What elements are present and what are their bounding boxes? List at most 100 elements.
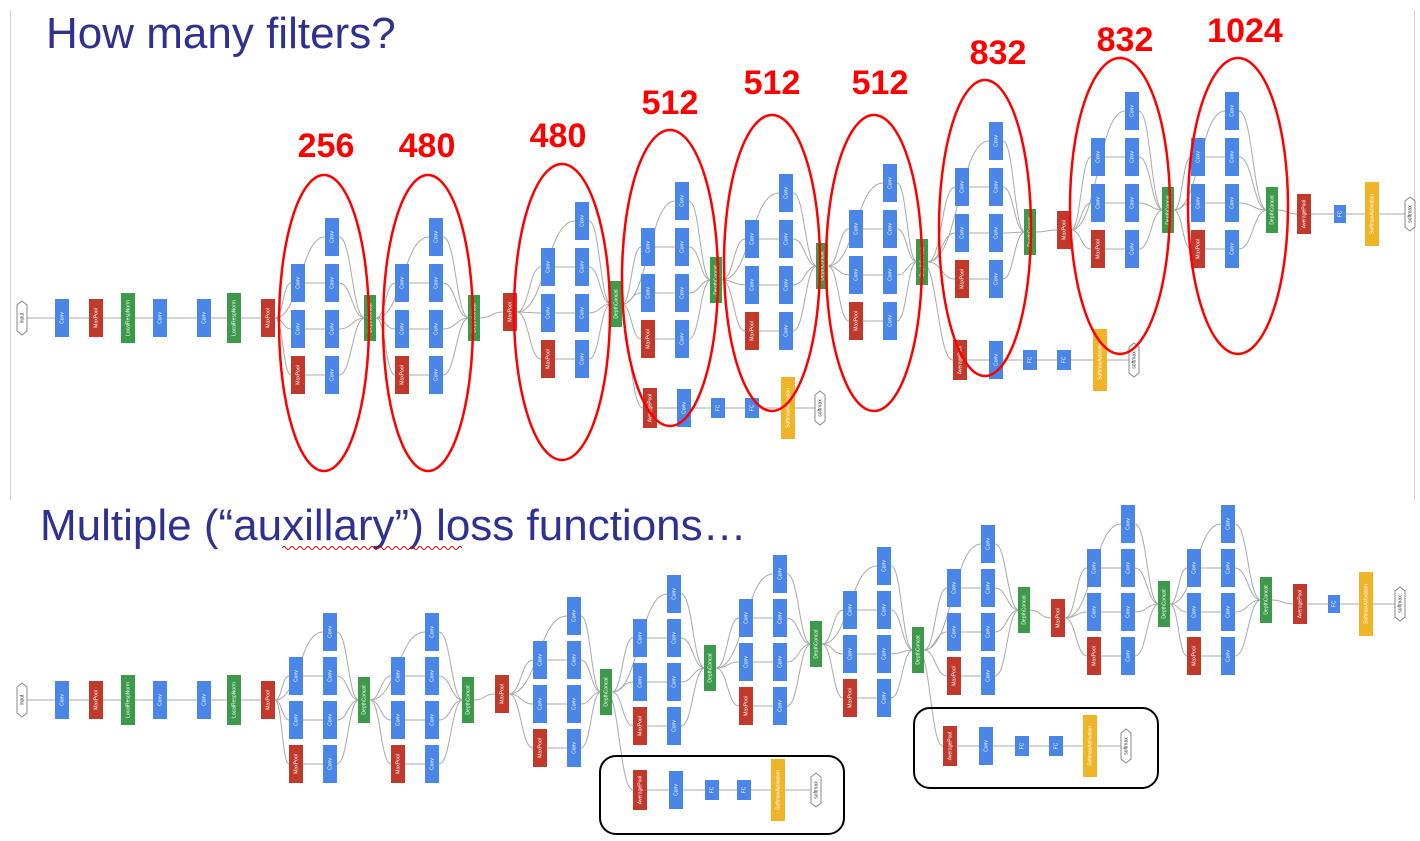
depthconcat-node: DepthConcat xyxy=(1018,587,1030,633)
svg-text:DepthConcat: DepthConcat xyxy=(813,629,819,659)
fc-node: FC xyxy=(745,398,759,418)
inception-highlight-ellipse xyxy=(1186,56,1290,356)
svg-text:softmax: softmax xyxy=(1407,205,1413,223)
graph-edge xyxy=(715,617,740,669)
svg-text:MaxPool: MaxPool xyxy=(499,684,505,703)
graph-edge xyxy=(896,182,918,263)
maxpool-node: MaxPool xyxy=(395,356,409,394)
localrespnorm-node: LocalRespNorm xyxy=(121,293,135,343)
filter-count-label: 256 xyxy=(298,127,355,165)
svg-text:MaxPool: MaxPool xyxy=(395,754,401,773)
svg-text:Conv: Conv xyxy=(1225,518,1231,530)
graph-edge xyxy=(369,699,392,765)
svg-text:Conv: Conv xyxy=(983,740,989,752)
conv-node: Conv xyxy=(325,264,339,302)
svg-text:SoftmaxActivation: SoftmaxActivation xyxy=(1363,584,1369,624)
fc-node: FC xyxy=(705,780,719,800)
maxpool-node: MaxPool xyxy=(289,745,303,783)
conv-node: Conv xyxy=(677,389,691,427)
conv-node: Conv xyxy=(425,613,439,651)
svg-text:MaxPool: MaxPool xyxy=(399,365,405,384)
svg-text:Conv: Conv xyxy=(993,181,999,193)
graph-edge xyxy=(1238,156,1268,211)
graph-edge xyxy=(792,265,818,332)
maxpool-node: MaxPool xyxy=(541,340,555,378)
svg-text:Conv: Conv xyxy=(157,694,163,706)
graph-edge xyxy=(1070,202,1092,231)
graph-edge xyxy=(1035,229,1058,233)
graph-edge xyxy=(336,631,360,701)
conv-node: Conv xyxy=(1225,92,1239,130)
svg-text:Conv: Conv xyxy=(579,215,585,227)
panel-divider-left xyxy=(10,10,11,500)
depthconcat-node: DepthConcat xyxy=(1260,577,1272,623)
svg-text:Conv: Conv xyxy=(783,325,789,337)
conv-node: Conv xyxy=(1225,230,1239,268)
svg-text:SoftmaxActivation: SoftmaxActivation xyxy=(1097,340,1103,380)
conv-node: Conv xyxy=(675,228,689,266)
svg-text:Conv: Conv xyxy=(1091,562,1097,574)
conv-node: Conv xyxy=(773,599,787,637)
svg-text:Conv: Conv xyxy=(887,223,893,235)
conv-node: Conv xyxy=(325,310,339,348)
graph-edge xyxy=(508,693,534,749)
graph-edge xyxy=(896,228,918,263)
conv-node: Conv xyxy=(567,597,581,635)
svg-text:MaxPool: MaxPool xyxy=(1091,646,1097,665)
graph-edge xyxy=(611,681,634,693)
conv-node: Conv xyxy=(429,218,443,256)
svg-text:Conv: Conv xyxy=(993,273,999,285)
graph-edge xyxy=(516,266,542,313)
svg-text:softmax: softmax xyxy=(1397,595,1403,613)
svg-text:Conv: Conv xyxy=(571,698,577,710)
svg-text:MaxPool: MaxPool xyxy=(1055,608,1061,627)
svg-text:MaxPool: MaxPool xyxy=(749,321,755,340)
conv-node: Conv xyxy=(739,599,753,637)
svg-text:Conv: Conv xyxy=(881,648,887,660)
softmax-activation-node: SoftmaxActivation xyxy=(781,377,795,439)
svg-text:Conv: Conv xyxy=(395,714,401,726)
graph-edge xyxy=(438,699,464,765)
conv-node: Conv xyxy=(1091,184,1105,222)
conv-node: Conv xyxy=(429,264,443,302)
conv-node: Conv xyxy=(289,701,303,739)
graph-edge xyxy=(1070,156,1092,231)
conv-node: Conv xyxy=(779,174,793,212)
conv-node: Conv xyxy=(667,619,681,657)
svg-text:AveragePool: AveragePool xyxy=(947,732,953,761)
conv-node: Conv xyxy=(947,613,961,651)
svg-text:DepthConcat: DepthConcat xyxy=(1021,595,1027,625)
svg-text:Conv: Conv xyxy=(579,353,585,365)
graph-edge xyxy=(274,699,290,765)
svg-text:FC: FC xyxy=(1053,742,1059,749)
svg-text:AveragePool: AveragePool xyxy=(637,776,643,805)
svg-text:Conv: Conv xyxy=(329,323,335,335)
conv-node: Conv xyxy=(1191,184,1205,222)
svg-text:Conv: Conv xyxy=(1225,606,1231,618)
graph-edge xyxy=(274,317,292,376)
graph-edge xyxy=(1138,110,1164,211)
graph-edge xyxy=(786,573,812,645)
svg-text:Conv: Conv xyxy=(433,277,439,289)
depthconcat-node: DepthConcat xyxy=(600,669,612,715)
conv-node: Conv xyxy=(575,202,589,240)
svg-text:Conv: Conv xyxy=(329,231,335,243)
svg-text:Conv: Conv xyxy=(637,676,643,688)
conv-node: Conv xyxy=(883,302,897,340)
depthconcat-node: DepthConcat xyxy=(810,621,822,667)
svg-text:Conv: Conv xyxy=(571,654,577,666)
conv-node: Conv xyxy=(883,256,897,294)
svg-text:DepthConcat: DepthConcat xyxy=(361,685,367,715)
graph-edge xyxy=(927,186,956,263)
svg-text:Conv: Conv xyxy=(777,568,783,580)
graph-edge xyxy=(1134,523,1160,605)
conv-node: Conv xyxy=(395,310,409,348)
svg-text:Conv: Conv xyxy=(579,261,585,273)
conv-node: Conv xyxy=(289,657,303,695)
svg-text:DepthConcat: DepthConcat xyxy=(1165,195,1171,225)
conv-node: Conv xyxy=(1087,549,1101,587)
graph-edge xyxy=(438,675,464,701)
conv-node: Conv xyxy=(391,657,405,695)
svg-text:Conv: Conv xyxy=(645,287,651,299)
conv-node: Conv xyxy=(575,294,589,332)
